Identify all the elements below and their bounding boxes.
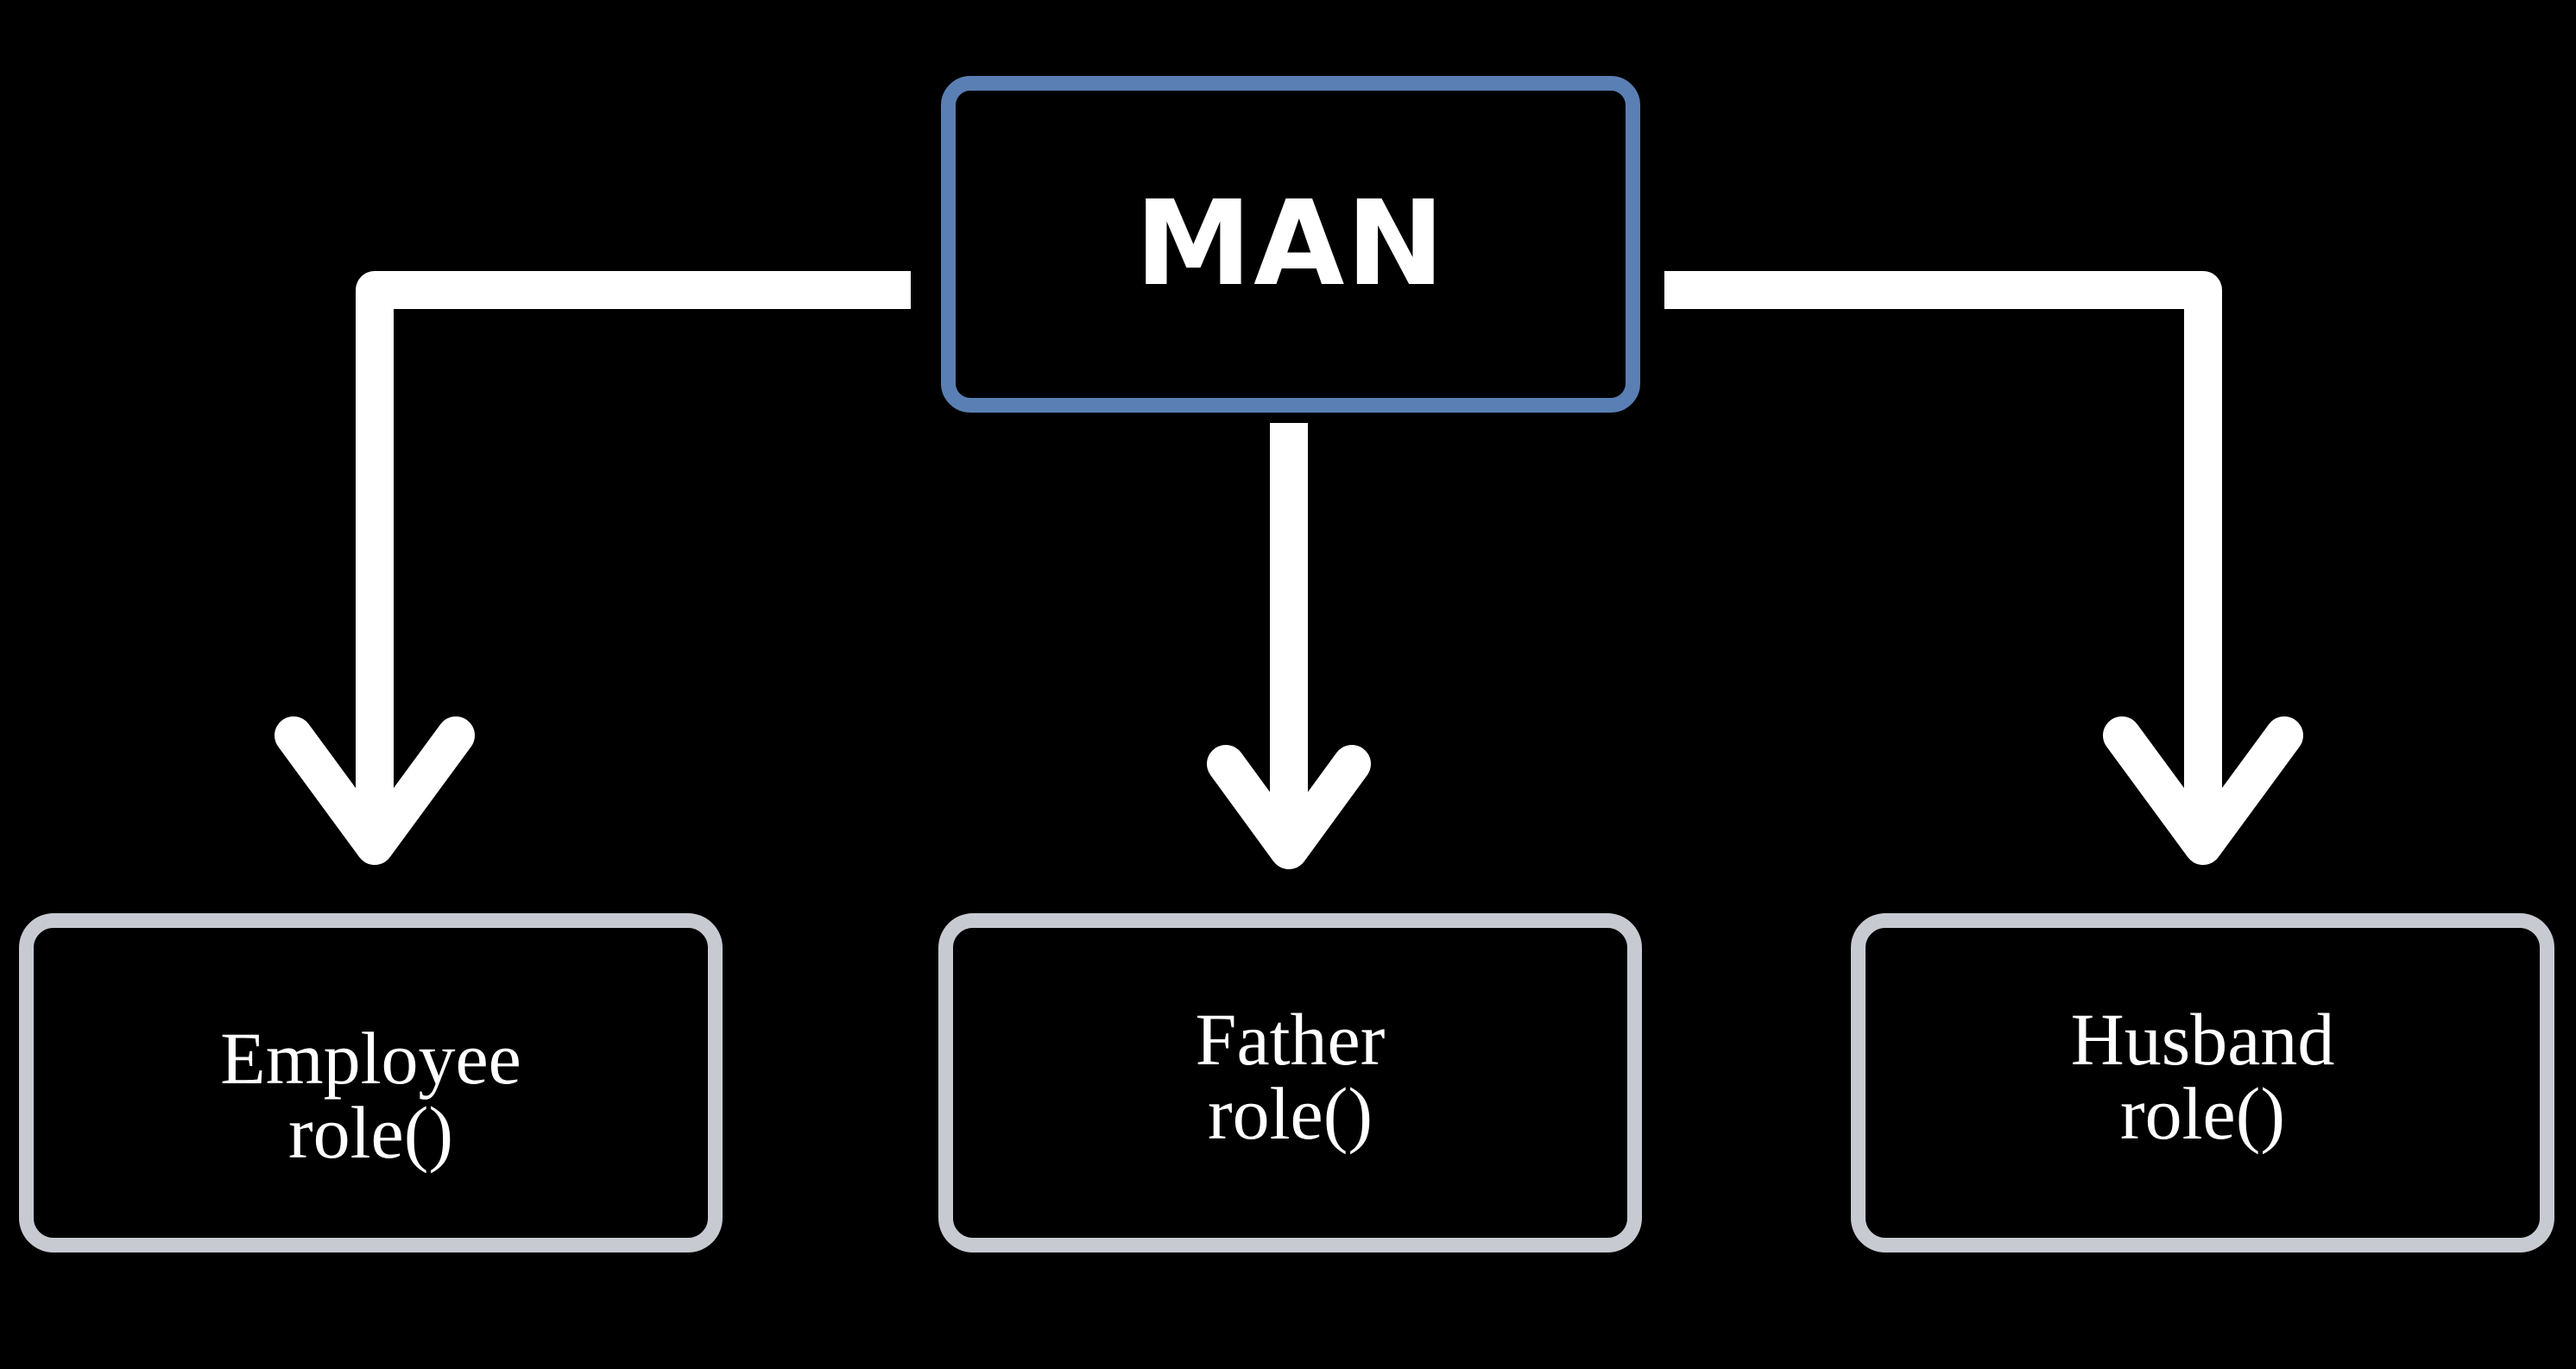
class-box-father: Father role(): [938, 913, 1642, 1252]
method-employee-role: role(): [288, 1090, 453, 1174]
method-father-role: role(): [1208, 1071, 1373, 1155]
class-name-man: MAN: [1134, 176, 1447, 312]
connector-employee: [356, 271, 911, 829]
class-name-husband: Husband: [2070, 997, 2335, 1081]
class-text-husband: Husband role(): [2071, 1002, 2335, 1164]
class-box-man: MAN: [941, 76, 1640, 413]
class-box-husband: Husband role(): [1851, 913, 2554, 1252]
class-name-employee: Employee: [220, 1016, 521, 1100]
class-box-employee: Employee role(): [19, 913, 723, 1252]
arrowhead-employee-icon: [275, 716, 475, 865]
class-text-employee: Employee role(): [220, 997, 521, 1170]
arrowhead-husband-icon: [2103, 716, 2303, 865]
method-husband-role: role(): [2120, 1071, 2285, 1155]
connector-husband: [1664, 271, 2222, 829]
arrowhead-father-icon: [1207, 745, 1371, 869]
class-name-father: Father: [1195, 997, 1386, 1081]
class-text-father: Father role(): [1196, 1002, 1386, 1164]
